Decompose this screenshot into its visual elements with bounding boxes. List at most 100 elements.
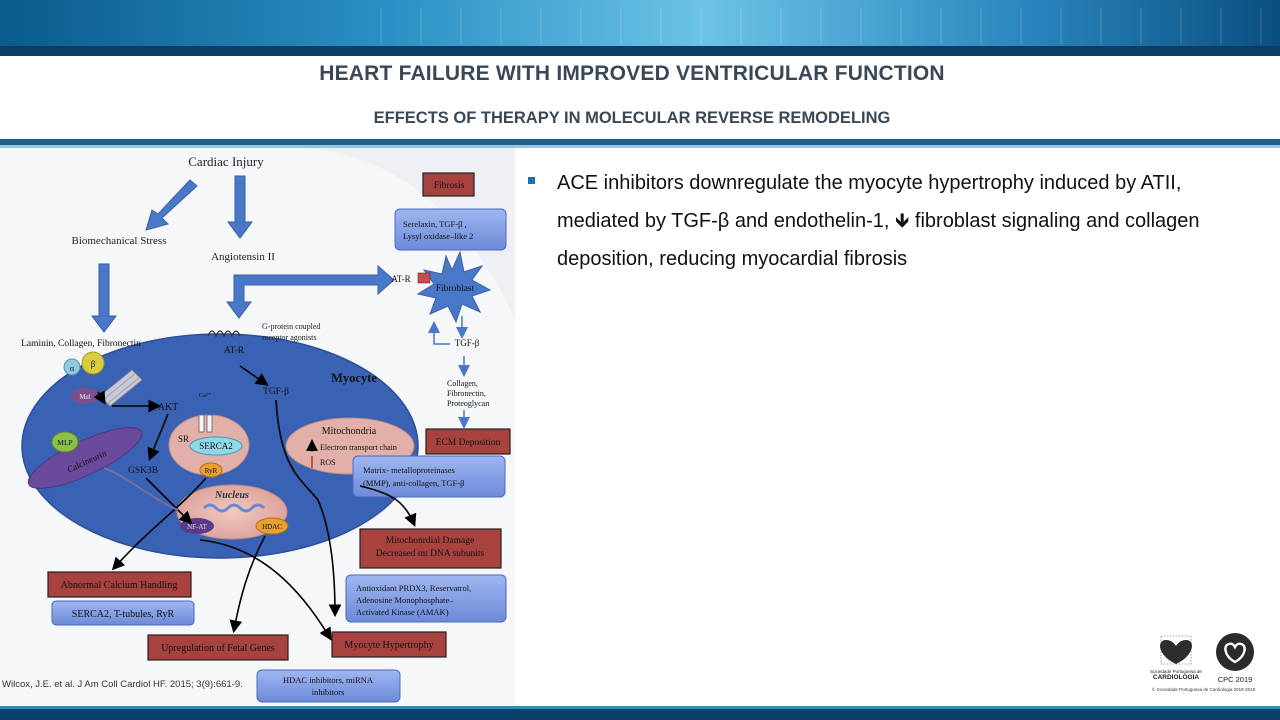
antioxidant-line2: Adenosine Monophosphate–: [356, 595, 454, 605]
serelaxin-box: [394, 208, 507, 251]
slide-subtitle: EFFECTS OF THERAPY IN MOLECULAR REVERSE …: [373, 109, 891, 127]
beta-integrin: [81, 351, 105, 375]
signaling-arrows: [93, 365, 417, 641]
bullet-text: ACE inhibitors downregulate the myocyte …: [557, 172, 1200, 270]
copyright-notice: © Sociedade Portuguesa de Cardiologia 20…: [1152, 687, 1256, 692]
ryr-label: RyR: [205, 467, 218, 475]
mito-damage-line2: Decreased mt DNA subunits: [376, 549, 485, 559]
gprotein-label-line2: receptor agonists: [262, 333, 316, 342]
footer-strip-light: [0, 706, 1280, 709]
myocyte-label: Myocyte: [331, 371, 377, 385]
cpc-logo-text: CPC 2019: [1217, 675, 1253, 684]
angiotensin-label: Angiotensin II: [211, 251, 275, 263]
gsk3b-label: GSK3B: [128, 466, 158, 476]
stress-to-matrix-arrow: [91, 263, 117, 333]
serca2-label: SERCA2: [199, 441, 233, 451]
collagen-line3: Proteoglycan: [447, 399, 489, 408]
ros-label: ROS: [320, 458, 336, 467]
serca-ttubules-label: SERCA2, T-tubules, RyR: [72, 609, 175, 620]
myocyte-hypertrophy-label: Myocyte Hypertrophy: [344, 640, 433, 651]
abnormal-calcium-label: Abnormal Calcium Handling: [61, 580, 178, 591]
collagen-line2: Fibronectin,: [447, 389, 486, 398]
citation: Wilcox, J.E. et al. J Am Coll Cardiol HF…: [2, 679, 243, 690]
antioxidant-line1: Antioxidant PRDX3, Reservatrol,: [356, 583, 471, 593]
fibroblast-star: [416, 250, 492, 324]
mlp-label: MLP: [57, 438, 72, 447]
spc-logo-icon: [1160, 635, 1192, 665]
calcium-channel-left: [198, 414, 205, 433]
mel-label: Mel: [79, 393, 90, 401]
serca2-node: [189, 436, 243, 456]
hdac-inhibitors-box: [256, 669, 401, 703]
cardiac-injury-label: Cardiac Injury: [188, 154, 264, 169]
antioxidant-line3: Activated Kinase (AMAK): [356, 607, 449, 617]
fetal-genes-box: [147, 634, 289, 661]
myocyte-hypertrophy-box: [331, 631, 447, 658]
integrin-tubes: [99, 369, 143, 407]
mito-damage-line1: Mitochonrdial Damage: [386, 536, 474, 546]
membrane-atr-label: AT-R: [224, 346, 245, 356]
angiotensin-branch-arrow: [226, 264, 395, 319]
hdac-node: [255, 517, 289, 535]
bullet-item: ACE inhibitors downregulate the myocyte …: [528, 164, 1258, 278]
laminin-label: Laminin, Collagen, Fibronectin: [21, 339, 141, 349]
bullet-list: ACE inhibitors downregulate the myocyte …: [528, 164, 1258, 278]
membrane-receptor-icon: [207, 330, 241, 338]
slide-title: HEART FAILURE WITH IMPROVED VENTRICULAR …: [319, 62, 945, 85]
calcium-label: Ca²⁺: [199, 392, 212, 399]
hdac-inhibitors-line1: HDAC inhibitors, miRNA: [283, 675, 374, 685]
akt-label: AKT: [158, 402, 179, 413]
hdac-label: HDAC: [262, 523, 282, 531]
electron-transport-label: Electron transport chain: [320, 443, 397, 452]
ryr-node: [199, 462, 223, 478]
tgfb-cell-label: TGF-β: [263, 387, 289, 397]
cpc-logo-icon: [1216, 633, 1254, 671]
fibroblast-tgfb-label: TGF-β: [455, 338, 480, 348]
banner-strip: [0, 46, 1280, 56]
title-divider-light: [0, 145, 1280, 148]
gprotein-label-line1: G-protein coupled: [262, 322, 320, 331]
mmp-line2: (MMP), anti-collagen, TGF-β: [363, 478, 464, 488]
banner-pattern: [380, 8, 1280, 44]
ecm-deposition-box: [425, 428, 511, 455]
bullet-marker: [528, 177, 535, 184]
spc-text-line1: Sociedade Portuguesa de: [1150, 669, 1202, 674]
calcium-channel-right: [206, 414, 213, 433]
mito-damage-box: [359, 528, 502, 569]
dna-icon: [202, 503, 266, 513]
molecular-remodeling-diagram: Cardiac Injury Biomechanical Stress Angi…: [0, 148, 515, 708]
fibroblast-receptor: [417, 272, 431, 284]
fibroblast-label: Fibroblast: [436, 284, 475, 294]
fibrosis-box: [422, 172, 475, 197]
nucleus-label: Nucleus: [214, 490, 249, 501]
collagen-line1: Collagen,: [447, 379, 478, 388]
serelaxin-line1: Serelaxin, TGF-β ,: [403, 219, 467, 229]
title-divider: [0, 139, 1280, 145]
alpha-label: α: [70, 363, 75, 373]
beta-label: β: [91, 359, 96, 369]
footer-bar: [0, 709, 1280, 720]
ecm-deposition-label: ECM Deposition: [436, 438, 501, 448]
serca-ttubules-box: [51, 600, 195, 626]
injury-to-stress-arrow: [145, 179, 198, 231]
nfat-label: NF-AT: [187, 523, 208, 531]
alpha-integrin: [63, 358, 81, 376]
mitochondria-label: Mitochondria: [322, 426, 377, 437]
mmp-line1: Matrix- metalloproteinases: [363, 465, 455, 475]
mlp-node: [51, 431, 79, 453]
fibroblast-atr-label: AT-R: [391, 274, 410, 284]
antioxidant-box: [345, 574, 507, 623]
hdac-inhibitors-line2: inhibitors: [312, 687, 345, 697]
fibrosis-label: Fibrosis: [434, 181, 465, 191]
mel-node: [71, 388, 99, 404]
mmp-box: [352, 455, 506, 498]
biomechanical-stress-label: Biomechanical Stress: [71, 235, 166, 247]
injury-to-angiotensin-arrow: [227, 175, 253, 239]
header-banner: [0, 0, 1280, 56]
spc-logo-text: Sociedade Portuguesa de CARDIOLOGIA: [1143, 669, 1209, 681]
sr-label: SR: [178, 434, 189, 444]
abnormal-calcium-box: [47, 571, 192, 598]
nfat-calcineurin-link: [103, 467, 179, 511]
serelaxin-line2: Lysyl oxidase–like 2: [403, 231, 473, 241]
